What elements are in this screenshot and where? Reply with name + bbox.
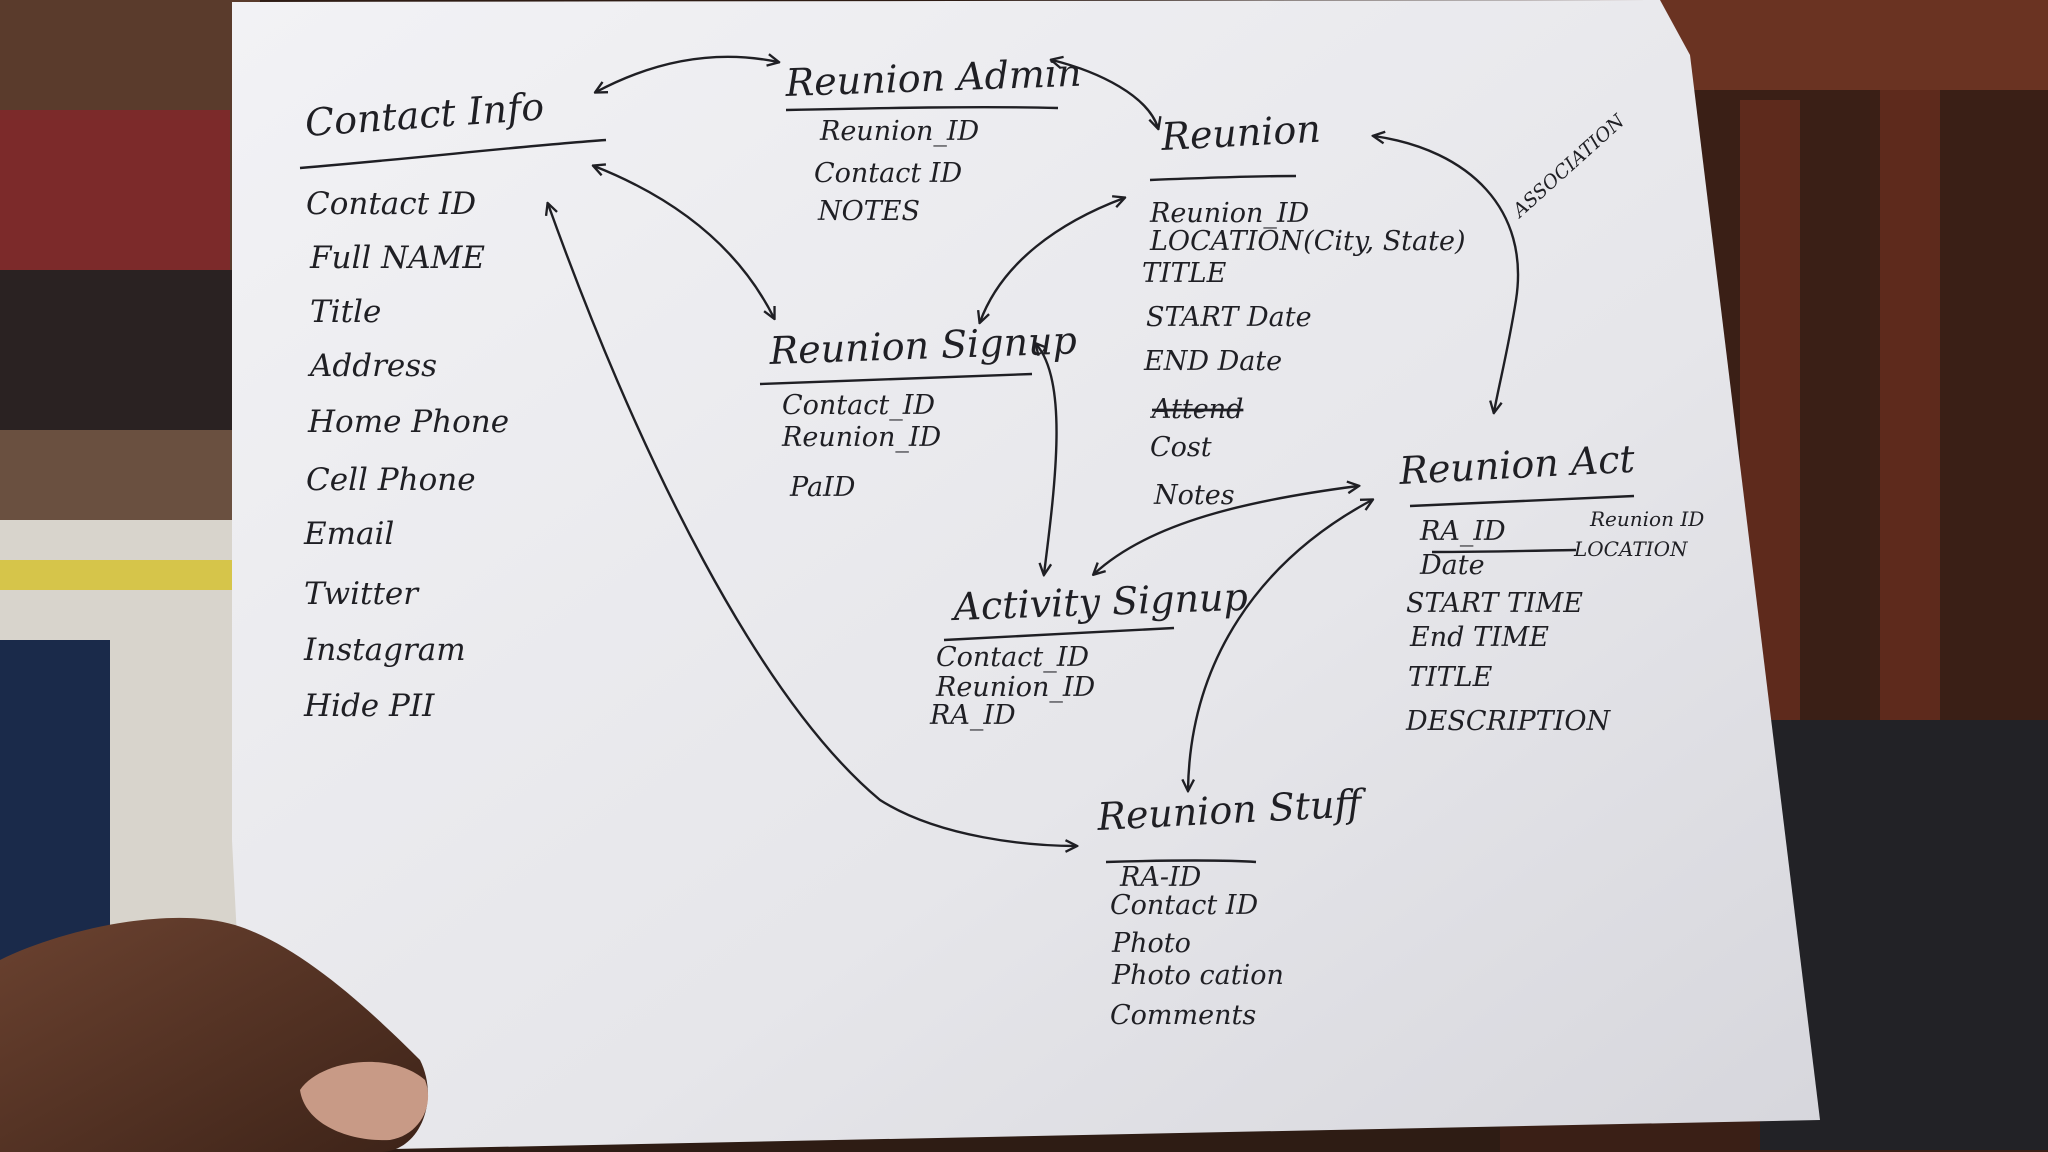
- entity-field: Home Phone: [307, 404, 509, 440]
- field-divider: [1431, 548, 1577, 554]
- entity-title: Reunion Admin: [784, 51, 1082, 105]
- entity-field: NOTES: [817, 196, 920, 227]
- entity-field: START TIME: [1406, 588, 1583, 619]
- entity-reunion-admin: Reunion Admin Reunion_ID Contact ID NOTE…: [784, 51, 1082, 227]
- rel-reunionact-stuff: [1188, 500, 1372, 790]
- title-underline: [943, 626, 1175, 642]
- entity-field: RA_ID: [1419, 516, 1506, 547]
- entity-field: Address: [307, 348, 437, 384]
- title-underline: [1409, 494, 1635, 508]
- entity-field: END Date: [1143, 346, 1282, 377]
- entity-field: Instagram: [303, 632, 466, 668]
- entity-field: RA-ID: [1119, 862, 1202, 893]
- rel-admin-reunion: [1052, 60, 1158, 128]
- relationships: [548, 57, 1520, 846]
- paper-sheet: [232, 0, 1820, 1152]
- entity-field: Reunion_ID: [819, 116, 980, 147]
- entity-activity-signup: Activity Signup Contact_ID Reunion_ID RA…: [929, 575, 1249, 731]
- entity-field: RA_ID: [929, 700, 1016, 731]
- thumbnail: [300, 1061, 429, 1141]
- entity-field: Reunion_ID: [781, 422, 942, 453]
- entity-field: Comments: [1110, 1000, 1256, 1031]
- title-underline: [785, 105, 1059, 112]
- entity-field: Reunion ID: [1589, 507, 1704, 531]
- entity-field: PaID: [789, 472, 856, 503]
- rel-contact-stuff: [548, 204, 1076, 846]
- entity-field: Twitter: [304, 576, 420, 612]
- entity-contact-info: Contact Info Contact ID Full NAME Title …: [299, 84, 607, 724]
- entity-field: End TIME: [1409, 622, 1549, 653]
- entity-field: Photo: [1111, 928, 1191, 959]
- title-underline: [299, 138, 607, 170]
- entity-field: Email: [303, 516, 394, 552]
- entity-field: Full NAME: [309, 240, 485, 276]
- entity-field: Contact ID: [1110, 890, 1258, 921]
- title-underline: [759, 372, 1033, 386]
- entity-reunion: Reunion Reunion_ID LOCATION(City, State)…: [1142, 107, 1466, 511]
- entity-title: Reunion Signup: [768, 318, 1078, 373]
- entity-field: Date: [1419, 550, 1485, 581]
- entity-field: Contact_ID: [782, 390, 935, 421]
- entity-field: TITLE: [1142, 258, 1227, 289]
- rel-reunion-reunionact: [1374, 136, 1520, 412]
- entity-field: Contact ID: [306, 186, 476, 222]
- entity-field: Contact_ID: [936, 642, 1089, 673]
- entity-title: Activity Signup: [950, 575, 1249, 629]
- entity-field: START Date: [1146, 302, 1312, 333]
- title-underline: [1105, 859, 1257, 864]
- entity-field: TITLE: [1408, 662, 1493, 693]
- entity-field: Title: [310, 294, 381, 330]
- entity-field: LOCATION: [1573, 537, 1689, 561]
- entity-field: LOCATION(City, State): [1149, 226, 1466, 257]
- rel-contact-admin: [596, 57, 778, 92]
- entity-field: Reunion_ID: [1149, 198, 1310, 229]
- entity-field: Contact ID: [814, 158, 962, 189]
- entity-field: Hide PII: [303, 688, 435, 724]
- entity-title: Reunion: [1159, 107, 1322, 159]
- entity-field: Reunion_ID: [935, 672, 1096, 703]
- entity-field: Photo cation: [1111, 960, 1284, 991]
- entity-field: Cost: [1150, 432, 1212, 463]
- title-underline: [1149, 174, 1297, 182]
- entity-field: Attend: [1149, 394, 1243, 425]
- entity-field: DESCRIPTION: [1405, 706, 1611, 737]
- entity-field: Notes: [1153, 480, 1235, 511]
- entity-field: Cell Phone: [306, 462, 476, 498]
- entity-reunion-signup: Reunion Signup Contact_ID Reunion_ID PaI…: [759, 318, 1078, 503]
